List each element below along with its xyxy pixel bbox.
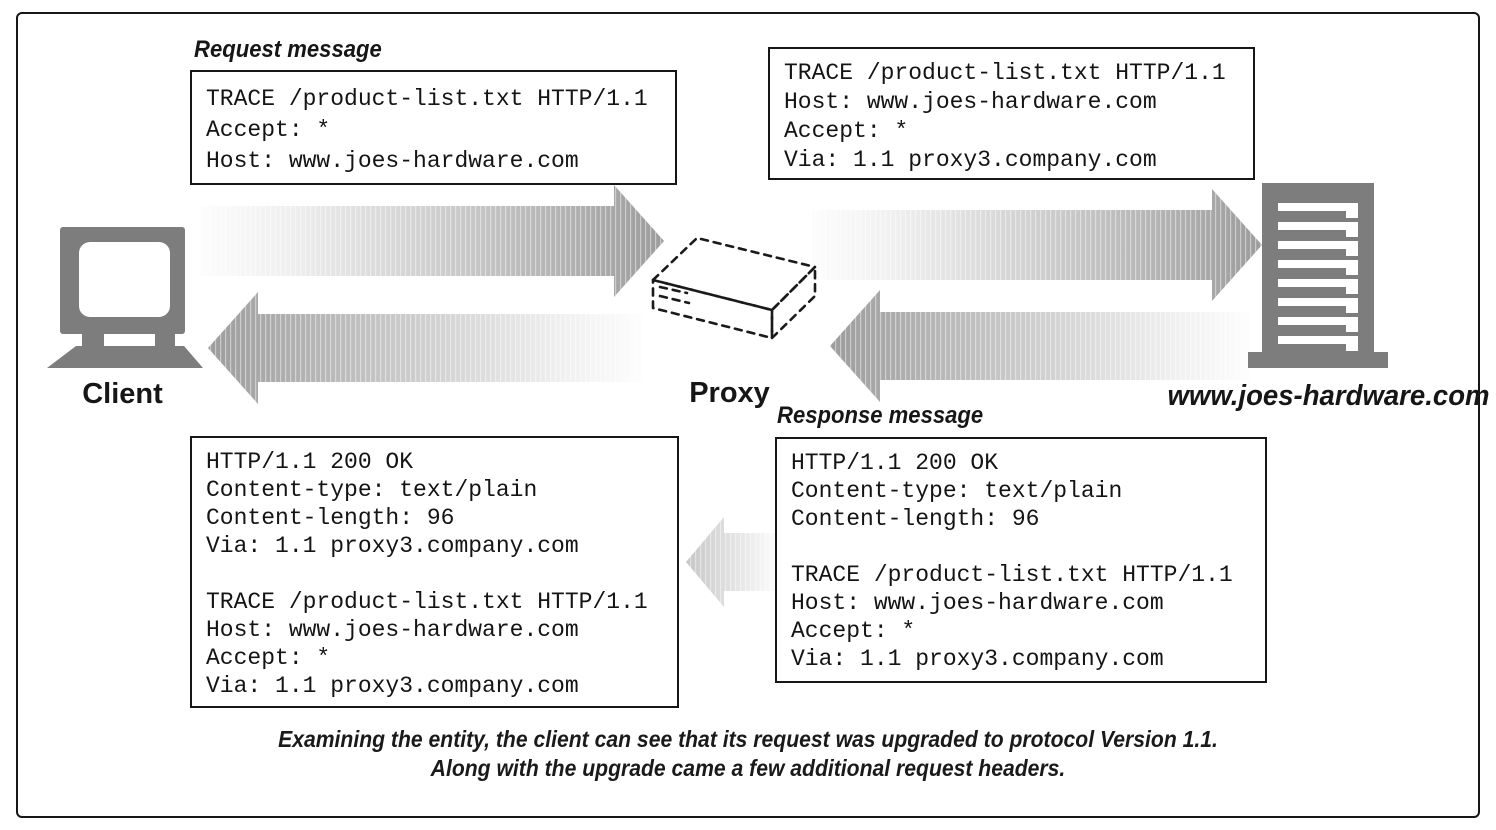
server-response-box: HTTP/1.1 200 OK Content-type: text/plain… bbox=[775, 437, 1267, 683]
response-message-label: Response message bbox=[777, 402, 984, 429]
arrow-response-box-to-client-box bbox=[686, 517, 782, 607]
proxy-upgraded-request-box: TRACE /product-list.txt HTTP/1.1 Host: w… bbox=[768, 47, 1255, 180]
client-received-response-box: HTTP/1.1 200 OK Content-type: text/plain… bbox=[190, 436, 679, 708]
figure-border bbox=[16, 12, 1480, 818]
figure-caption-line1: Examining the entity, the client can see… bbox=[278, 726, 1218, 752]
arrow-proxy-to-client bbox=[208, 292, 642, 404]
request-message-label: Request message bbox=[194, 36, 382, 63]
client-label: Client bbox=[82, 378, 163, 410]
arrow-server-to-proxy bbox=[830, 290, 1250, 402]
client-request-box: TRACE /product-list.txt HTTP/1.1 Accept:… bbox=[190, 70, 677, 185]
client-computer-icon bbox=[47, 227, 203, 368]
proxy-label: Proxy bbox=[689, 377, 770, 409]
arrow-client-to-proxy bbox=[200, 185, 664, 297]
server-tower-icon bbox=[1248, 183, 1388, 368]
server-hostname-label: www.joes-hardware.com bbox=[1167, 380, 1490, 412]
proxy-device-icon bbox=[651, 236, 817, 340]
figure-caption-line2: Along with the upgrade came a few additi… bbox=[430, 755, 1066, 781]
arrow-proxy-to-server bbox=[812, 189, 1262, 301]
